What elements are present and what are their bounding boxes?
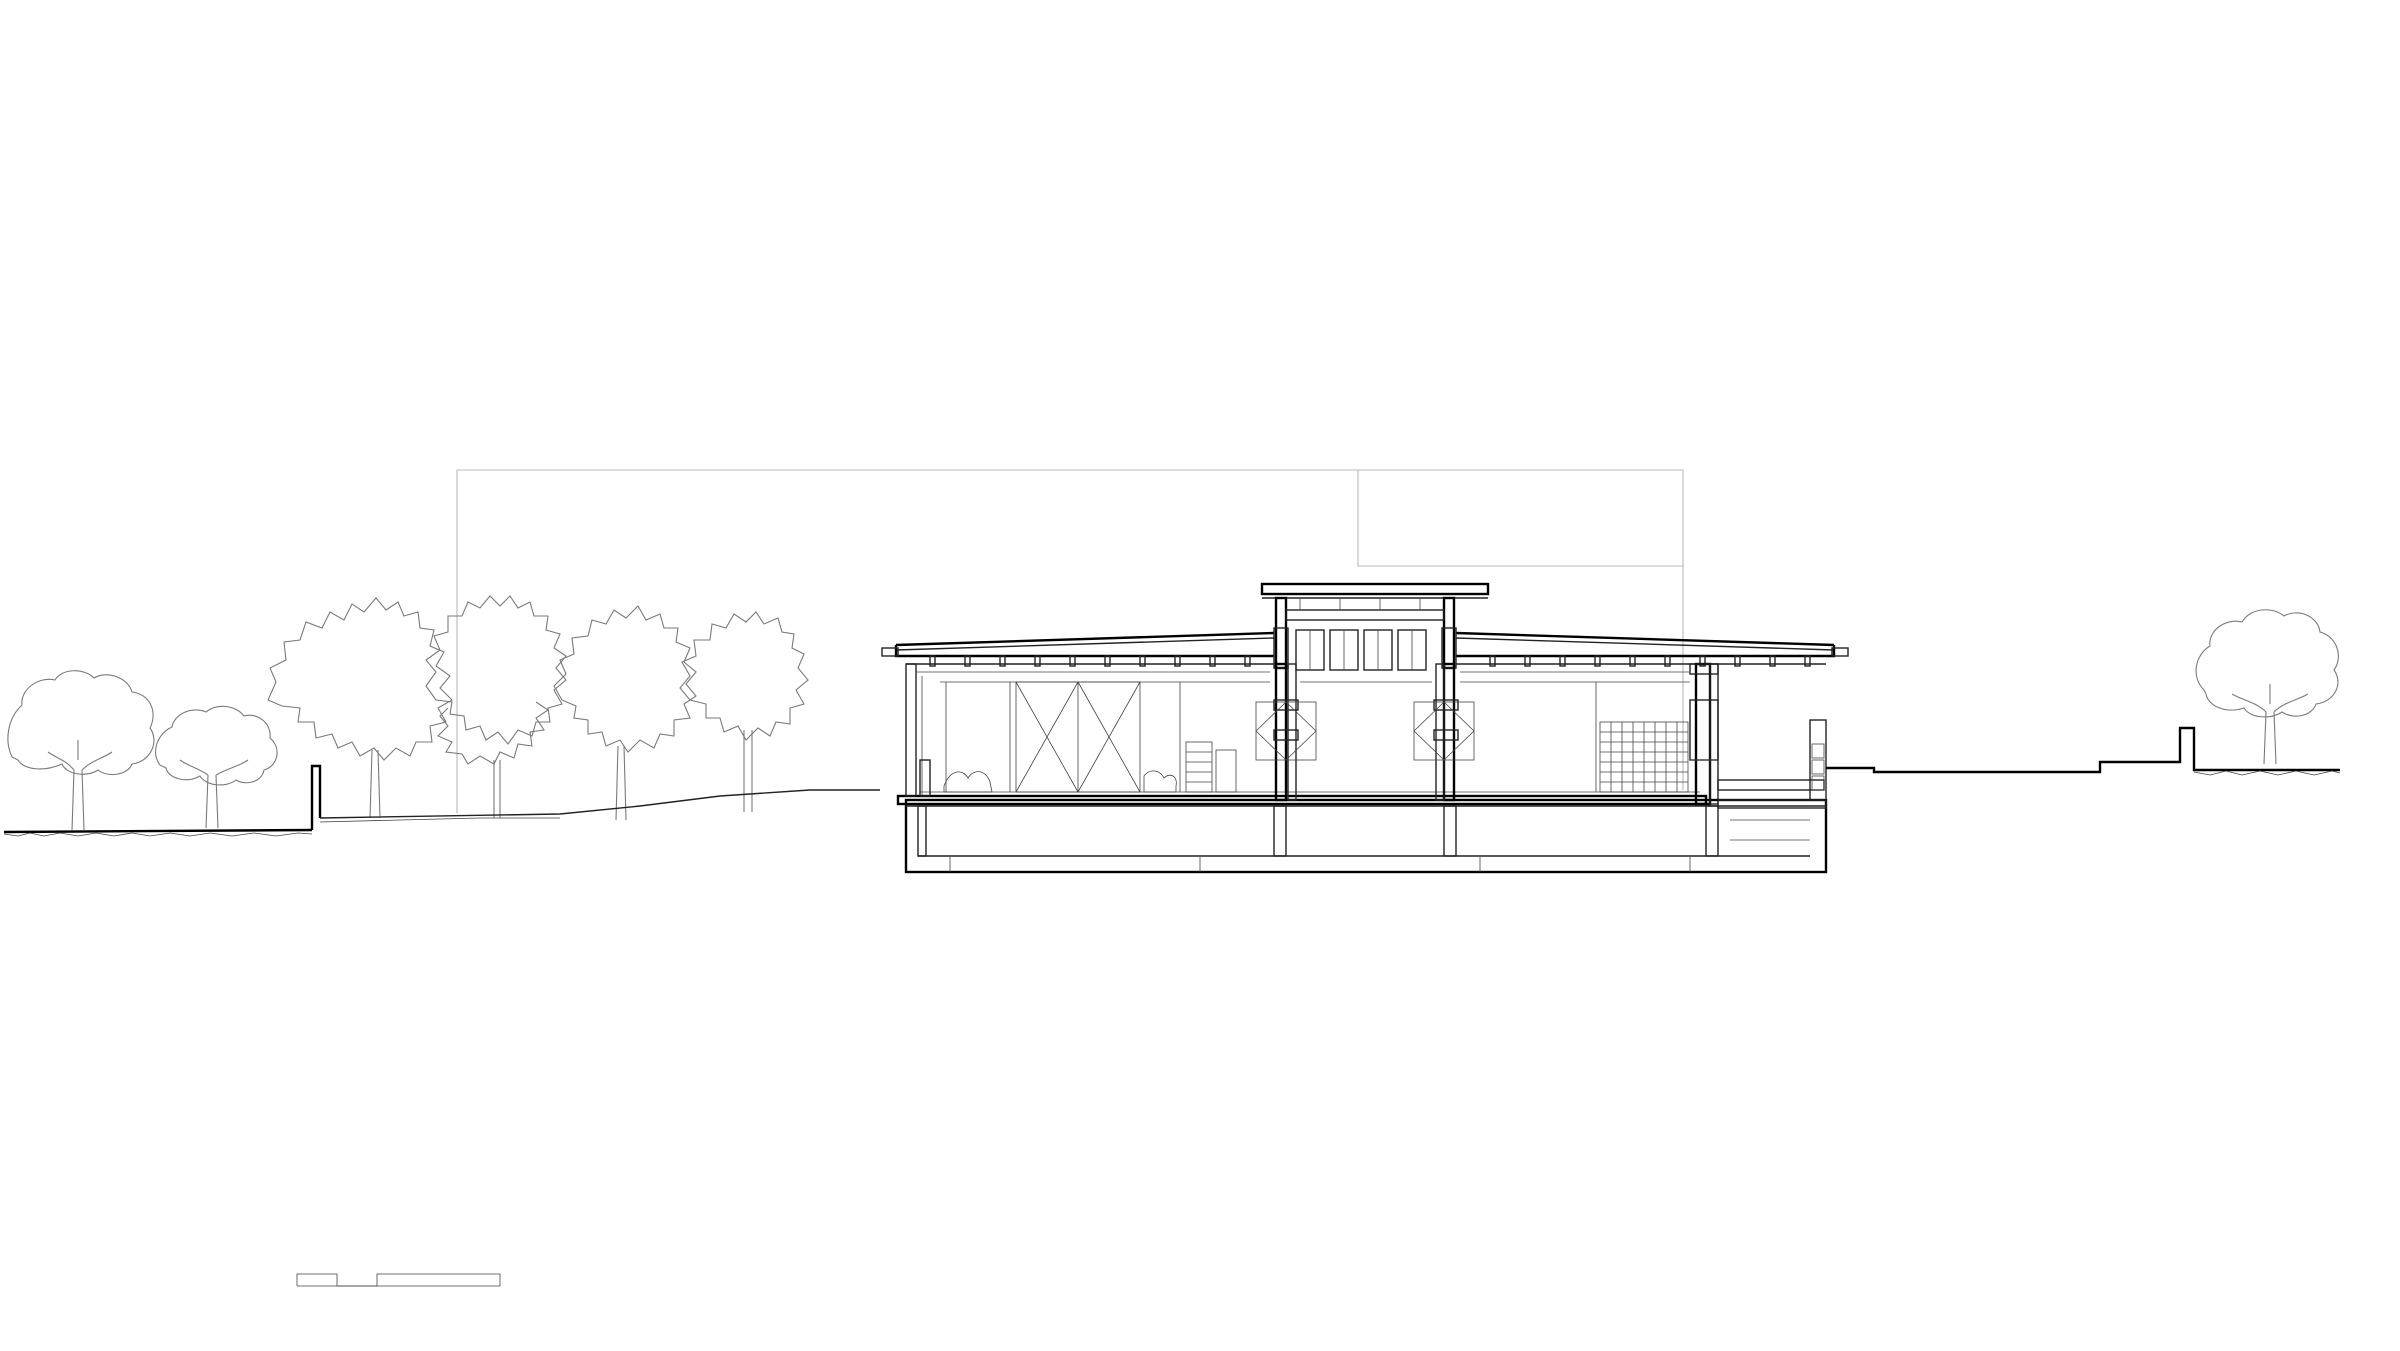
roof-joists xyxy=(929,655,1811,667)
grid-panel xyxy=(1600,722,1688,792)
interior-right-room xyxy=(1460,681,1690,793)
scale-bar-icon xyxy=(296,1273,501,1287)
foundation xyxy=(904,798,1828,874)
clerestory-lantern xyxy=(1260,582,1490,671)
tree-group-left xyxy=(3,595,880,837)
deciduous-tree-icon xyxy=(2195,609,2339,765)
interior-columns xyxy=(1273,662,1459,802)
context-building-outline xyxy=(456,469,1684,813)
interior-central-hall xyxy=(1300,681,1475,761)
exterior-wall-right xyxy=(1689,662,1719,806)
building-section xyxy=(881,582,1849,874)
deciduous-tree-icon xyxy=(679,611,809,812)
terrace-right xyxy=(1717,719,1827,841)
interior-left-room xyxy=(940,681,1317,793)
deciduous-tree-icon xyxy=(425,595,567,818)
ground-line-left xyxy=(3,764,880,837)
roof xyxy=(881,631,1849,667)
exterior-wall-left xyxy=(905,663,931,797)
deciduous-tree-icon xyxy=(155,705,278,829)
ground-line-right xyxy=(1826,726,2341,776)
floor-slab xyxy=(896,791,1708,806)
deciduous-tree-icon xyxy=(553,605,697,821)
deciduous-tree-icon xyxy=(7,670,155,831)
deciduous-tree-icon xyxy=(267,597,453,819)
